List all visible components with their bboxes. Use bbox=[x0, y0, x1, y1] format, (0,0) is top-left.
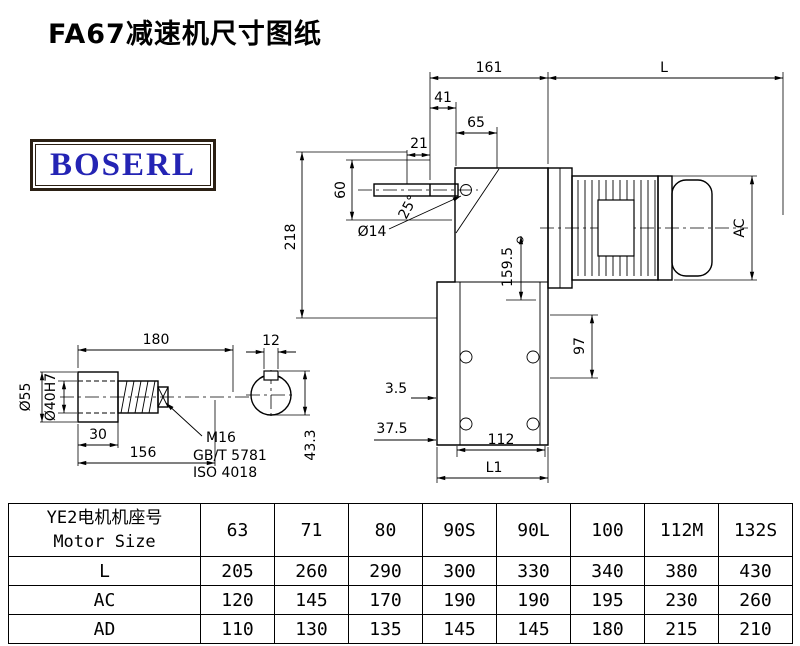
boserl-logo: BOSERL bbox=[30, 139, 216, 191]
technical-drawing: 161 L 41 65 21 60 218 Ø14 bbox=[18, 60, 784, 483]
table-cell: 380 bbox=[644, 556, 719, 586]
boserl-logo-frame: BOSERL bbox=[35, 144, 211, 186]
dim-30: 30 bbox=[89, 427, 107, 443]
table-cell: 430 bbox=[718, 556, 793, 586]
table-header-row: YE2电机机座号 Motor Size 63 71 80 90S 90L 100… bbox=[8, 503, 793, 557]
row-label: AC bbox=[8, 585, 201, 615]
row-label: AD bbox=[8, 614, 201, 644]
size-col: 90S bbox=[422, 503, 497, 557]
table-row-AD: AD 110 130 135 145 145 180 215 210 bbox=[8, 614, 793, 644]
dim-218: 218 bbox=[283, 224, 299, 251]
dim-41: 41 bbox=[434, 90, 452, 106]
table-cell: 260 bbox=[718, 585, 793, 615]
label-m16: M16 bbox=[206, 430, 236, 446]
table-cell: 145 bbox=[496, 614, 571, 644]
dim-dia55: Ø55 bbox=[18, 383, 34, 412]
table-cell: 215 bbox=[644, 614, 719, 644]
dim-37-5: 37.5 bbox=[376, 421, 407, 437]
size-col: 63 bbox=[200, 503, 275, 557]
size-table: YE2电机机座号 Motor Size 63 71 80 90S 90L 100… bbox=[8, 503, 793, 644]
dim-60: 60 bbox=[333, 181, 349, 199]
table-cell: 180 bbox=[570, 614, 645, 644]
table-cell: 190 bbox=[422, 585, 497, 615]
label-iso-standard: ISO 4018 bbox=[193, 465, 257, 481]
dim-12: 12 bbox=[262, 333, 280, 349]
table-cell: 340 bbox=[570, 556, 645, 586]
page-title: FA67减速机尺寸图纸 bbox=[48, 19, 322, 50]
gearbox-outline bbox=[358, 167, 549, 446]
table-cell: 210 bbox=[718, 614, 793, 644]
keyway bbox=[263, 370, 279, 381]
table-cell: 135 bbox=[348, 614, 423, 644]
dim-180: 180 bbox=[143, 332, 170, 348]
row-label: L bbox=[8, 556, 201, 586]
main-dimensions: 161 L 41 65 21 60 218 Ø14 bbox=[283, 60, 784, 483]
motor-size-header-cell: YE2电机机座号 Motor Size bbox=[8, 503, 201, 557]
dim-dia40h7: Ø40H7 bbox=[43, 373, 59, 421]
table-cell: 195 bbox=[570, 585, 645, 615]
label-gb-standard: GB/T 5781 bbox=[193, 448, 267, 464]
dim-21: 21 bbox=[410, 136, 428, 152]
table-row-L: L 205 260 290 300 330 340 380 430 bbox=[8, 556, 793, 586]
dim-112: 112 bbox=[488, 432, 515, 448]
dim-97: 97 bbox=[572, 337, 588, 355]
table-cell: 145 bbox=[274, 585, 349, 615]
size-col: 90L bbox=[496, 503, 571, 557]
dim-25deg: 25° bbox=[396, 192, 422, 221]
size-col: 112M bbox=[644, 503, 719, 557]
dim-L1: L1 bbox=[486, 460, 503, 476]
end-bolt bbox=[157, 386, 169, 408]
size-col: 80 bbox=[348, 503, 423, 557]
boserl-logo-text: BOSERL bbox=[50, 147, 196, 183]
shaft-detail: 180 Ø55 Ø40H7 30 156 M16 GB/T 5781 ISO bbox=[18, 332, 267, 481]
table-cell: 230 bbox=[644, 585, 719, 615]
table-row-AC: AC 120 145 170 190 190 195 230 260 bbox=[8, 585, 793, 615]
dim-156: 156 bbox=[130, 445, 157, 461]
table-cell: 260 bbox=[274, 556, 349, 586]
dim-43-3: 43.3 bbox=[303, 429, 319, 460]
header-cn: YE2电机机座号 bbox=[46, 508, 163, 528]
table-cell: 120 bbox=[200, 585, 275, 615]
dim-159-5: 159.5 bbox=[500, 247, 516, 287]
shaft-section: 12 43.3 bbox=[246, 333, 319, 461]
size-col: 71 bbox=[274, 503, 349, 557]
table-cell: 300 bbox=[422, 556, 497, 586]
table-cell: 330 bbox=[496, 556, 571, 586]
size-col: 132S bbox=[718, 503, 793, 557]
dim-65: 65 bbox=[467, 115, 485, 131]
table-cell: 170 bbox=[348, 585, 423, 615]
dim-3-5: 3.5 bbox=[385, 381, 407, 397]
dim-161: 161 bbox=[476, 60, 503, 76]
motor-outline bbox=[540, 167, 748, 289]
header-en: Motor Size bbox=[53, 532, 156, 552]
table-cell: 130 bbox=[274, 614, 349, 644]
dim-AC: AC bbox=[732, 218, 748, 237]
table-cell: 190 bbox=[496, 585, 571, 615]
dim-L: L bbox=[660, 60, 668, 76]
table-cell: 110 bbox=[200, 614, 275, 644]
table-cell: 290 bbox=[348, 556, 423, 586]
size-col: 100 bbox=[570, 503, 645, 557]
dim-dia14: Ø14 bbox=[358, 224, 387, 240]
table-cell: 205 bbox=[200, 556, 275, 586]
motor-nameplate bbox=[597, 199, 635, 257]
table-cell: 145 bbox=[422, 614, 497, 644]
